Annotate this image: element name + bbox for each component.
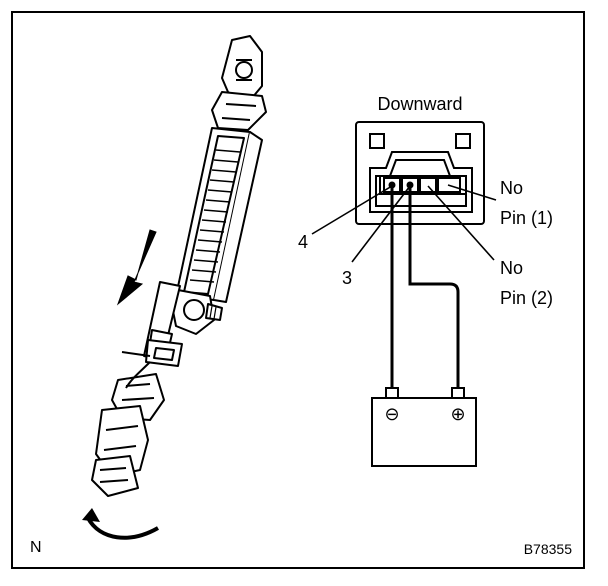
corner-code: N bbox=[30, 539, 42, 556]
view-label: Downward bbox=[377, 94, 462, 114]
battery-positive-terminal bbox=[451, 387, 465, 399]
battery bbox=[371, 387, 477, 467]
no-pin-1-label-line1: No bbox=[500, 178, 523, 198]
test-wires bbox=[390, 188, 460, 390]
pretensioner-assembly bbox=[91, 35, 267, 497]
battery-negative-terminal bbox=[385, 387, 399, 399]
rotation-arrow-icon bbox=[82, 508, 159, 540]
no-pin-1-label-line2: Pin (1) bbox=[500, 208, 553, 228]
pin-label-3: 3 bbox=[342, 268, 352, 288]
pin-3 bbox=[406, 181, 414, 189]
cavity-no-pin-2 bbox=[419, 177, 437, 193]
figure-number: B78355 bbox=[524, 541, 572, 557]
no-pin-2-label-line2: Pin (2) bbox=[500, 288, 553, 308]
buckle-plug bbox=[91, 455, 139, 497]
pin-label-4: 4 bbox=[298, 232, 308, 252]
spring-coil bbox=[189, 149, 241, 283]
figure-frame bbox=[11, 11, 585, 569]
battery-positive-symbol: ⊕ bbox=[450, 404, 465, 424]
wire-pin3-positive bbox=[408, 188, 460, 390]
direction-arrow-icon bbox=[116, 229, 157, 306]
connector-housing bbox=[355, 121, 485, 225]
no-pin-2-label-line1: No bbox=[500, 258, 523, 278]
anchor-bolt-hole bbox=[235, 61, 253, 79]
battery-negative-symbol: ⊖ bbox=[384, 404, 399, 424]
leader-lines bbox=[311, 184, 497, 263]
